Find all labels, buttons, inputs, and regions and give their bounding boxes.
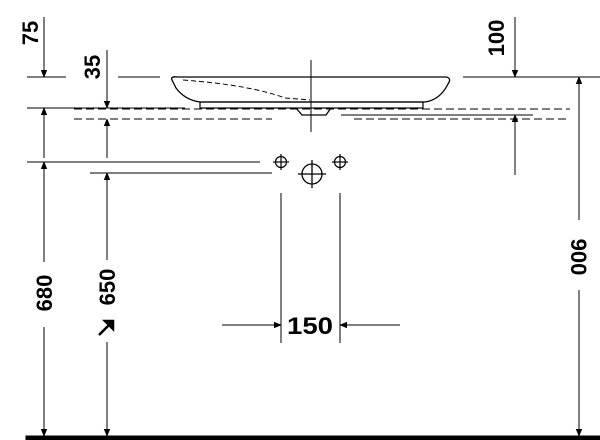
dim-35-label: 35 (80, 55, 105, 79)
dim-680-label: 680 (32, 275, 57, 312)
floor-line (25, 435, 600, 440)
dim-100-label: 100 (484, 20, 509, 57)
drain-hole-icon (298, 160, 326, 188)
dim-150-label: 150 (287, 313, 333, 340)
dimension-arrows (44, 17, 579, 436)
dim-900-label: 900 (566, 239, 591, 276)
tap-hole-right-icon (332, 154, 348, 170)
reference-lines (27, 76, 600, 343)
dim-75-label: 75 (18, 21, 43, 45)
drain-pointer-icon (98, 319, 115, 336)
dim-650-label: 650 (95, 269, 120, 306)
tap-hole-left-icon (273, 154, 289, 170)
